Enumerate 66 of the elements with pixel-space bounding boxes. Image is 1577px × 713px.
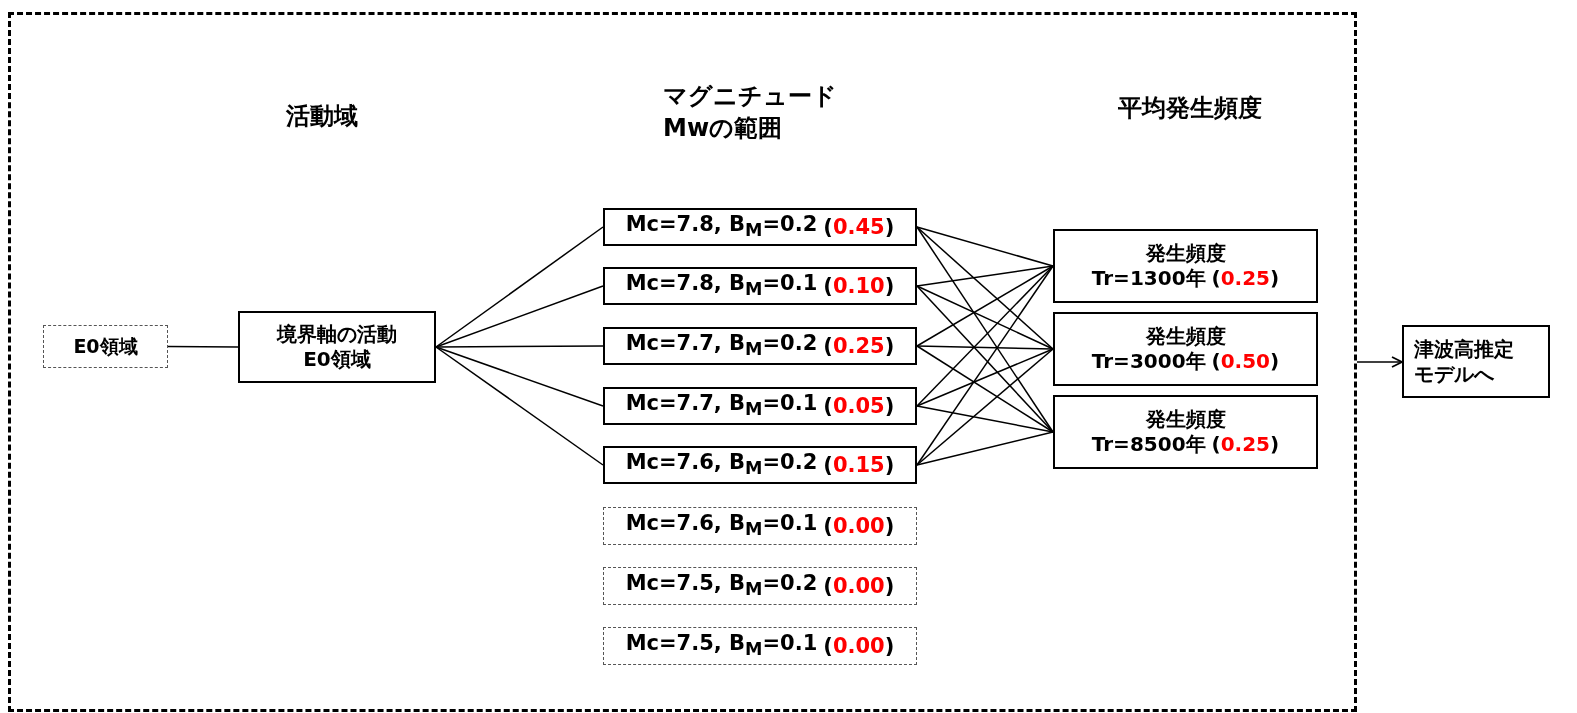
box-heading: 発生頻度 [1145, 241, 1226, 266]
connector-line [167, 345, 239, 348]
magnitude-text: Mc=7.5, B$_{M}$=0.1 [625, 630, 818, 662]
weight-text: (0.50) [1211, 349, 1280, 373]
connector-line [916, 265, 1054, 347]
magnitude-text: Mc=7.8, B$_{M}$=0.2 [625, 211, 818, 243]
magnitude-text: Mc=7.8, B$_{M}$=0.1 [625, 270, 818, 302]
weight-text: (0.10) [823, 272, 895, 300]
connector-line [916, 348, 1054, 466]
frequency-box [1053, 229, 1318, 303]
connector-line [916, 285, 1054, 350]
connector-line [916, 431, 1054, 466]
magnitude-text: Mc=7.6, B$_{M}$=0.1 [625, 510, 818, 542]
period-text: Tr=8500年 [1091, 432, 1206, 456]
box-heading: 発生頻度 [1145, 407, 1226, 432]
magnitude-box [603, 267, 917, 305]
connector-line [916, 345, 1054, 433]
connector-line [916, 265, 1054, 287]
frequency-box [1053, 312, 1318, 386]
weight-text: (0.45) [823, 213, 895, 241]
weight-text: (0.00) [823, 572, 895, 600]
weight-text: (0.00) [823, 512, 895, 540]
connector-line [916, 265, 1054, 466]
box-heading: 発生頻度 [1145, 324, 1226, 349]
magnitude-box [603, 387, 917, 425]
magnitude-text: Mc=7.7, B$_{M}$=0.1 [625, 390, 818, 422]
magnitude-box [603, 507, 917, 545]
weight-text: (0.15) [823, 451, 895, 479]
column-heading: マグニチュードMwの範囲 [663, 81, 838, 145]
column-heading: 平均発生頻度 [1117, 93, 1263, 124]
connector-line [435, 346, 604, 466]
weight-text: (0.25) [823, 332, 895, 360]
connector-line [916, 285, 1054, 433]
period-text: Tr=1300年 [1091, 266, 1206, 290]
output-box [1402, 325, 1550, 398]
connector-line [435, 285, 604, 348]
arrow [1356, 356, 1403, 368]
connector-line [916, 265, 1054, 407]
connector-line [435, 345, 604, 348]
magnitude-box [603, 627, 917, 665]
frequency-box [1053, 395, 1318, 469]
connector-line [916, 226, 1054, 267]
magnitude-box [603, 208, 917, 246]
connector-line [435, 226, 604, 348]
column-heading: 活動域 [285, 101, 359, 132]
connector-line [916, 345, 1054, 350]
weight-text: (0.25) [1211, 266, 1280, 290]
dashed-frame [8, 12, 1357, 712]
magnitude-box [603, 567, 917, 605]
period-text: Tr=3000年 [1091, 349, 1206, 373]
magnitude-box [603, 446, 917, 484]
connector-line [916, 226, 1054, 350]
magnitude-text: Mc=7.6, B$_{M}$=0.2 [625, 449, 818, 481]
connector-line [916, 348, 1054, 407]
weight-text: (0.00) [823, 632, 895, 660]
process-box [238, 311, 436, 383]
connector-line [435, 346, 604, 407]
box-text: 境界軸の活動E0領域 [275, 322, 398, 372]
connector-line [916, 405, 1054, 433]
magnitude-text: Mc=7.5, B$_{M}$=0.2 [625, 570, 818, 602]
weight-text: (0.25) [1211, 432, 1280, 456]
process-box: E0領域 [43, 325, 168, 368]
magnitude-text: Mc=7.7, B$_{M}$=0.2 [625, 330, 818, 362]
weight-text: (0.05) [823, 392, 895, 420]
magnitude-box [603, 327, 917, 365]
box-text: 津波高推定モデルへ [1414, 336, 1515, 387]
